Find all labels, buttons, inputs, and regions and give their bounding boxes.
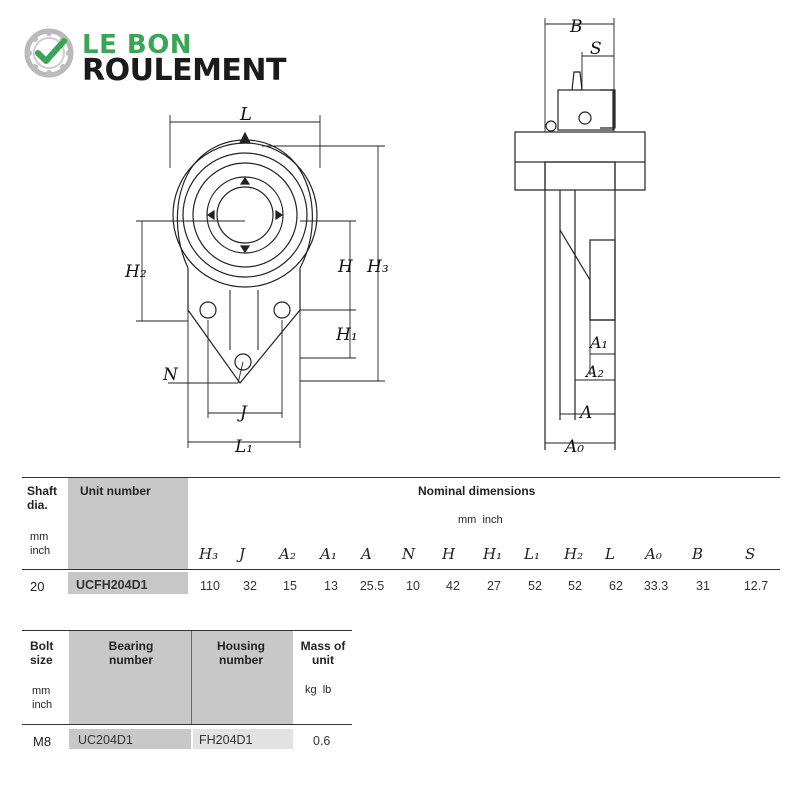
dim-value: 27 (487, 579, 501, 593)
dim-value: 42 (446, 579, 460, 593)
dim-value: 31 (696, 579, 710, 593)
dim-value: 32 (243, 579, 257, 593)
dim-label-A2: A₂ (584, 362, 604, 381)
dim-symbol: A (361, 545, 372, 563)
dim-symbol: H₃ (199, 545, 219, 563)
dim-label-N: N (162, 365, 179, 385)
table1-mid-rule (22, 569, 780, 570)
unit-number-value: UCFH204D1 (76, 578, 148, 592)
dim-value: 52 (528, 579, 542, 593)
dim-value: 10 (406, 579, 420, 593)
dim-label-H3: H₃ (366, 257, 389, 277)
brand-line2: ROULEMENT (82, 53, 287, 88)
bearing-value: UC204D1 (78, 733, 133, 747)
mass-value: 0.6 (313, 734, 331, 748)
dim-symbol: H₁ (483, 545, 503, 563)
dim-symbol: H₂ (564, 545, 584, 563)
bolt-size-header: Bolt size (30, 639, 54, 667)
unit-number-header-bg (68, 478, 188, 569)
dim-value: 52 (568, 579, 582, 593)
shaft-units: mm inch (30, 531, 51, 557)
bearing-number-header: Bearing number (108, 639, 154, 667)
dim-symbol: L₁ (524, 545, 540, 563)
nominal-dimensions-header: Nominal dimensions (418, 484, 536, 498)
dim-value: 12.7 (743, 579, 769, 593)
dim-label-A1: A₁ (588, 333, 608, 352)
dim-symbol: H (442, 545, 456, 563)
shaft-dia-header: Shaft dia. (27, 484, 57, 512)
nominal-units: mm inch (458, 514, 503, 526)
dim-value: 110 (200, 579, 220, 593)
housing-number-header: Housing number (217, 639, 265, 667)
dim-label-L: L (239, 104, 252, 125)
dim-label-H2: H₂ (124, 262, 147, 282)
bolt-units: mm inch (32, 685, 53, 711)
bearing-housing-header-bg (69, 631, 293, 724)
dim-label-L1: L₁ (234, 437, 253, 457)
dim-symbol: A₀ (645, 545, 662, 563)
dim-label-S: S (590, 39, 602, 59)
brand-logo: LE BON ROULEMENT (24, 26, 294, 88)
dim-label-A: A (578, 403, 592, 423)
dim-value: 13 (324, 579, 338, 593)
dim-symbol: B (692, 545, 704, 563)
table2-divider (191, 631, 192, 724)
dim-label-B: B (569, 17, 583, 37)
table2-top-rule (22, 630, 352, 631)
table2-mid-rule (22, 724, 352, 725)
bolt-value: M8 (33, 734, 52, 749)
dim-value: 15 (283, 579, 297, 593)
brand-line1: LE BON (82, 30, 193, 60)
mass-header: Mass of unit (300, 639, 346, 667)
dim-symbol: L (605, 545, 615, 563)
dim-label-J: J (237, 403, 248, 423)
dim-symbol: N (402, 545, 416, 563)
dim-symbol: J (239, 545, 246, 563)
unit-number-header: Unit number (80, 484, 151, 498)
bearing-cell-bg (69, 729, 191, 749)
mass-units: kg lb (305, 684, 332, 696)
technical-drawing: L H₂ H H₃ H₁ N J L₁ B S A₁ A₂ A A₀ (124, 17, 646, 457)
dim-value: 62 (609, 579, 623, 593)
table1-top-rule (22, 477, 780, 478)
dim-symbol: S (745, 545, 756, 563)
unit-number-cell-bg (68, 572, 188, 594)
shaft-value: 20 (30, 579, 45, 594)
dim-label-H: H (337, 257, 354, 277)
dim-symbol: A₂ (279, 545, 296, 563)
bearing-check-icon (24, 28, 74, 78)
dim-value: 25.5 (359, 579, 385, 593)
dim-label-A0: A₀ (563, 437, 584, 457)
dim-value: 33.3 (643, 579, 669, 593)
housing-cell-bg (193, 729, 293, 749)
dim-label-H1: H₁ (335, 325, 358, 345)
housing-value: FH204D1 (199, 733, 253, 747)
dim-symbol: A₁ (320, 545, 337, 563)
